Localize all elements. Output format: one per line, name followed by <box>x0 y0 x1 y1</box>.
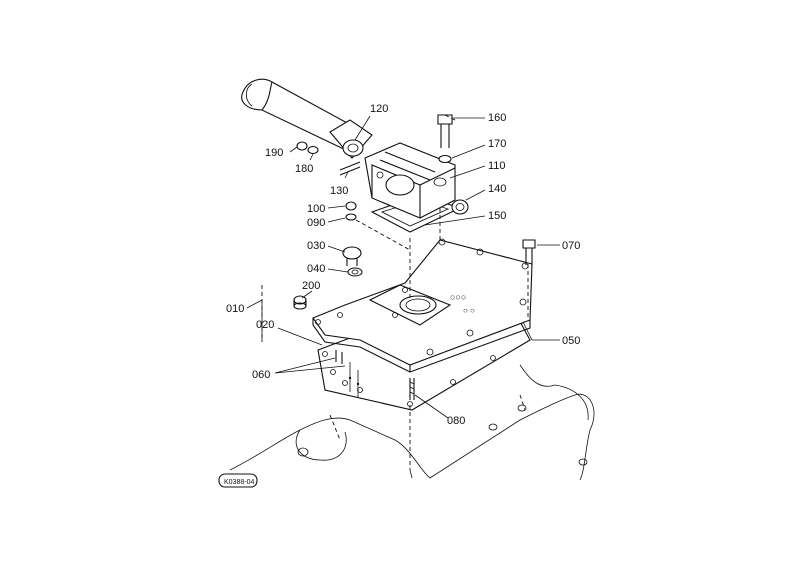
nut-190 <box>296 141 308 151</box>
leader-lines <box>246 115 560 419</box>
plug-030 <box>342 246 362 266</box>
washer-170 <box>438 154 452 164</box>
label-120: 120 <box>370 103 388 115</box>
washer-040 <box>347 267 363 277</box>
label-070: 070 <box>562 240 580 252</box>
label-080: 080 <box>447 415 465 427</box>
bolt-160 <box>437 114 453 148</box>
label-020: 020 <box>256 319 274 331</box>
label-160: 160 <box>488 112 506 124</box>
label-060: 060 <box>252 369 270 381</box>
stamp: K0388-04 <box>218 473 258 488</box>
label-010: 010 <box>226 303 244 315</box>
label-150: 150 <box>488 210 506 222</box>
nut-100 <box>345 201 357 211</box>
label-180: 180 <box>295 163 313 175</box>
housing-110 <box>364 142 456 219</box>
svg-text:○○○: ○○○ <box>450 292 466 302</box>
label-140: 140 <box>488 183 506 195</box>
cover-plate-010: ○○○ ○ ○ <box>312 238 533 373</box>
dowel-pin-200 <box>293 295 307 310</box>
svg-text:○ ○: ○ ○ <box>463 306 475 315</box>
label-050: 050 <box>562 335 580 347</box>
washer-180 <box>307 145 319 155</box>
label-090: 090 <box>307 217 325 229</box>
label-170: 170 <box>488 138 506 150</box>
label-100: 100 <box>307 203 325 215</box>
stamp-text: K0388-04 <box>224 479 254 486</box>
label-200: 200 <box>302 280 320 292</box>
washer-090 <box>345 213 357 221</box>
stud-130 <box>339 161 361 176</box>
label-130: 130 <box>330 185 348 197</box>
oil-seal-140 <box>451 199 469 215</box>
stud-080 <box>409 378 415 400</box>
part-labels: 010 020 030 040 050 060 070 080 090 100 … <box>226 103 580 427</box>
label-190: 190 <box>265 147 283 159</box>
stud-bolts-060 <box>335 350 360 398</box>
label-030: 030 <box>307 240 325 252</box>
label-110: 110 <box>488 160 506 172</box>
transmission-housing <box>229 364 595 481</box>
bolt-070 <box>522 239 536 265</box>
label-040: 040 <box>307 263 325 275</box>
